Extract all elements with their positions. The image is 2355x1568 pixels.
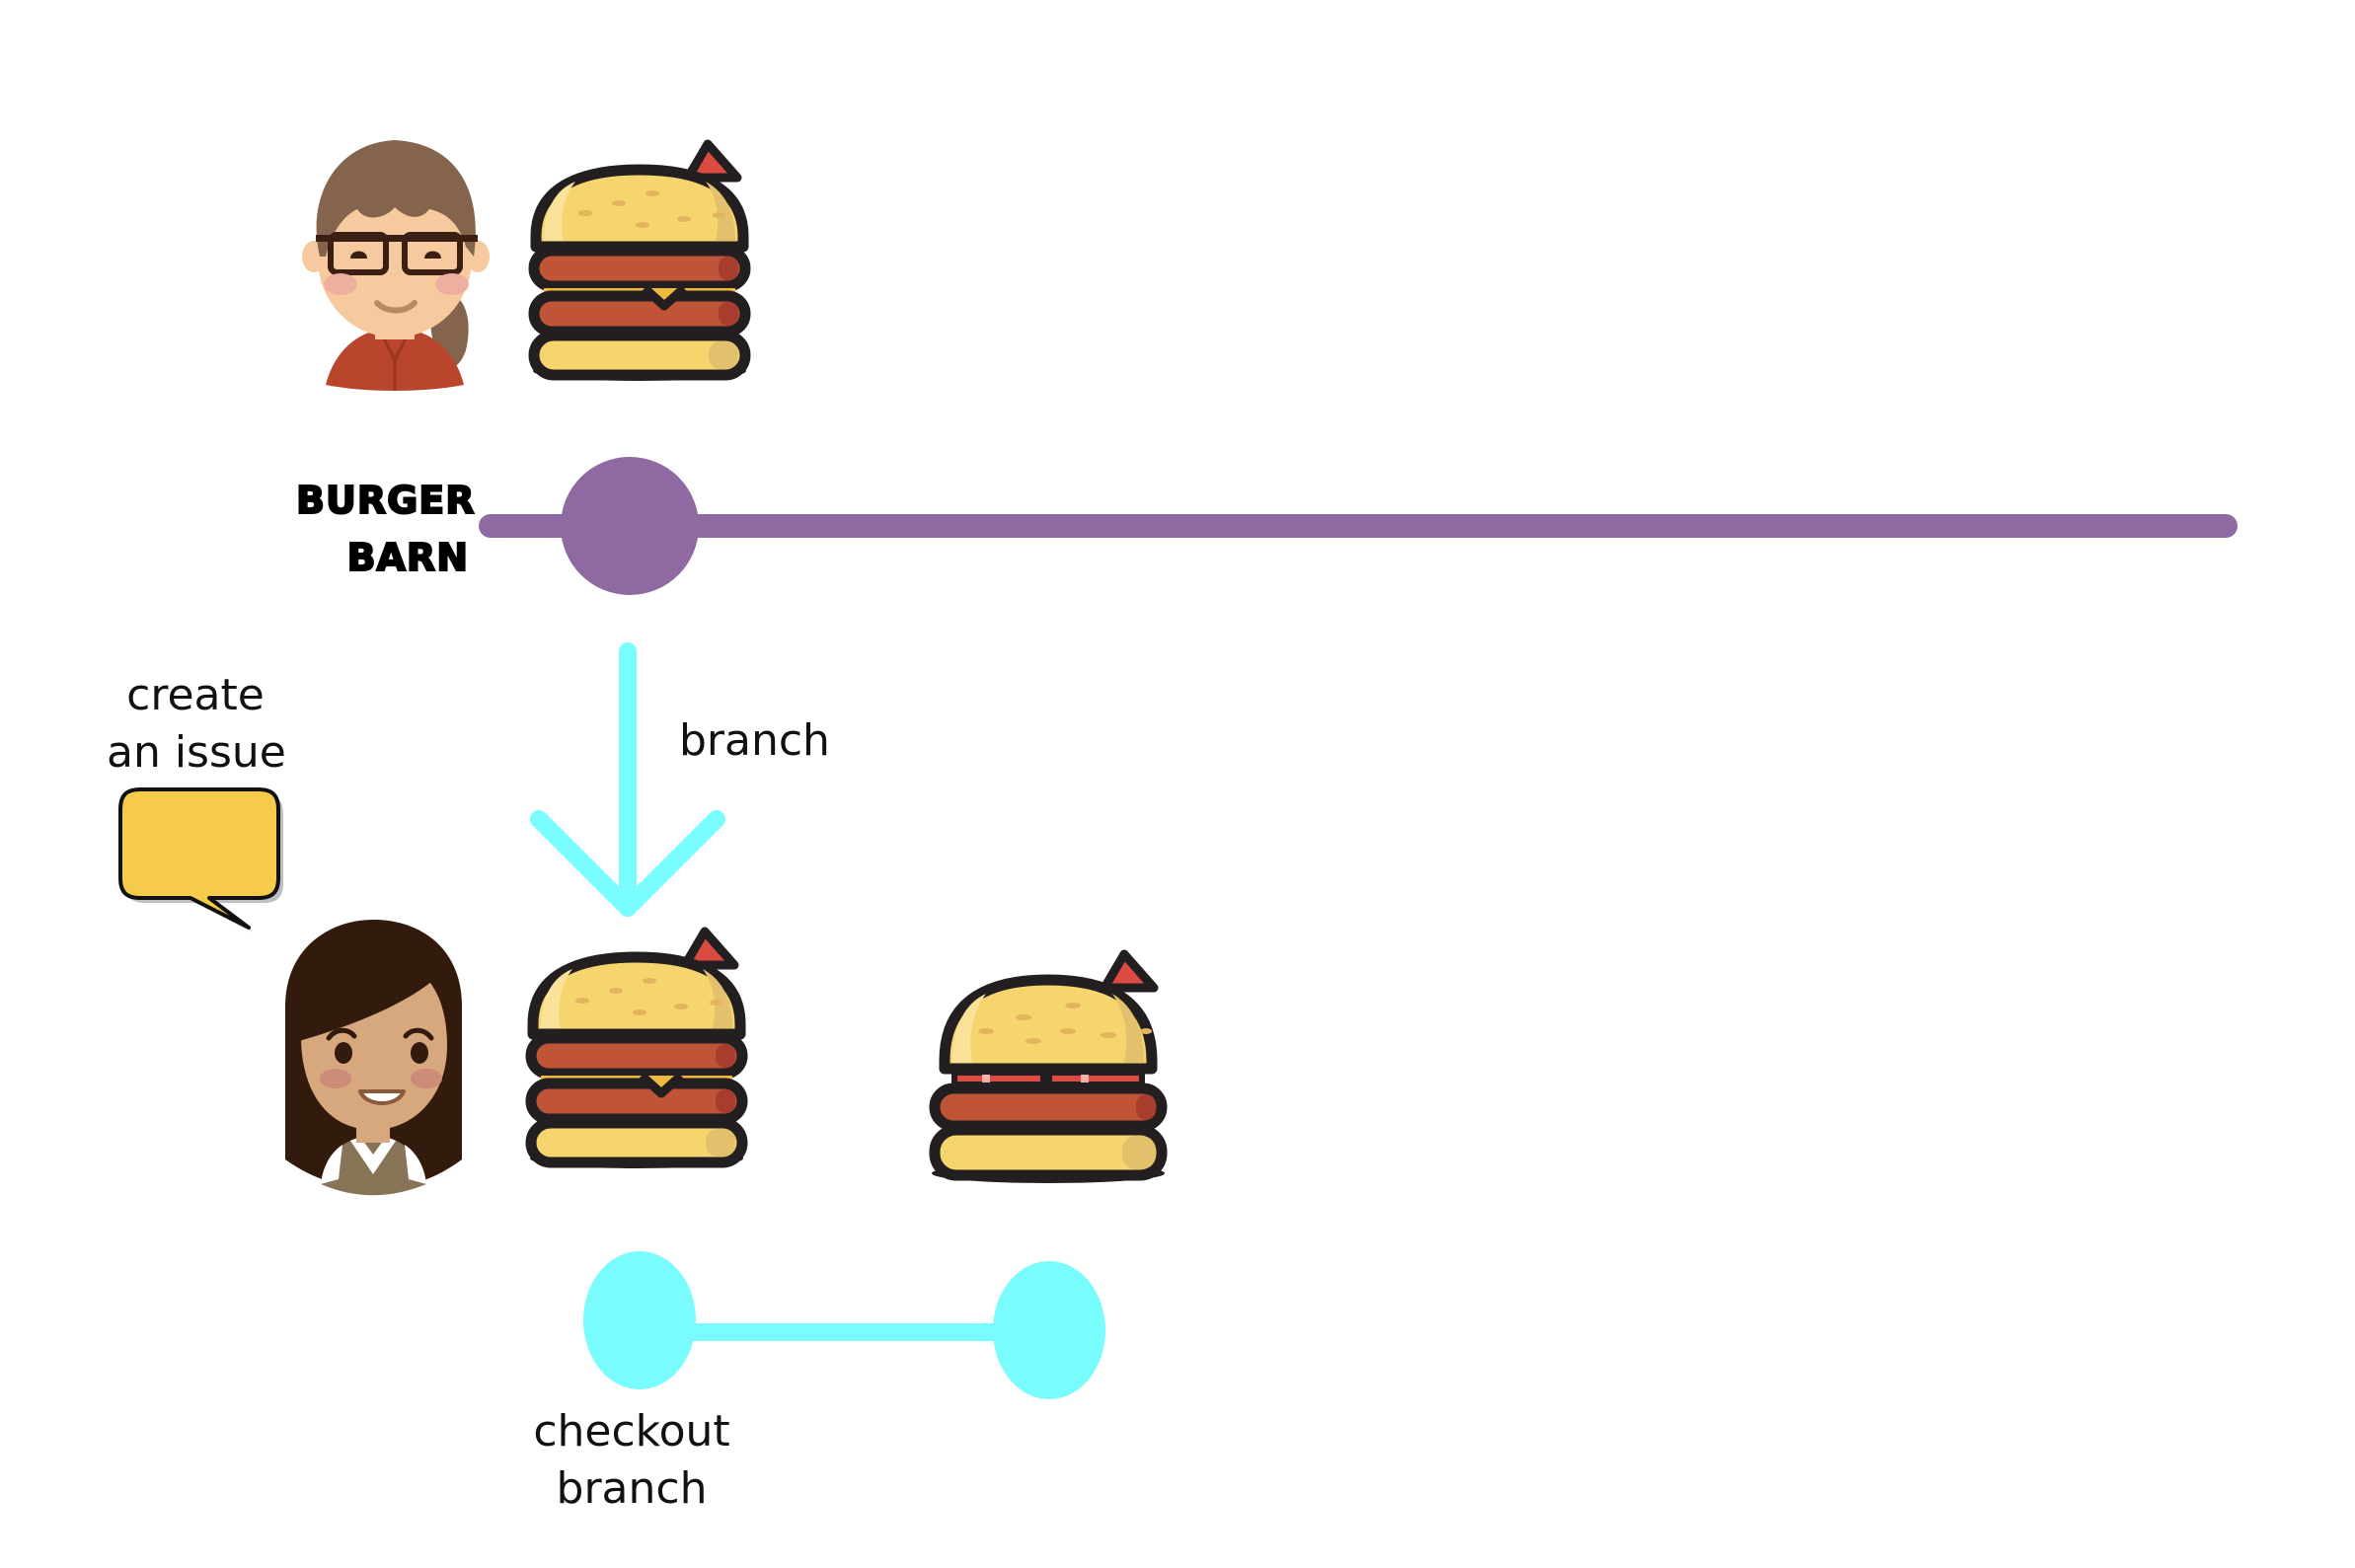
speech-bubble-icon <box>118 787 283 933</box>
burger-with-bacon-icon <box>932 954 1165 1183</box>
create-issue-line2: an issue <box>107 727 286 778</box>
create-issue-label: create an issue <box>107 667 286 782</box>
main-branch-name-line2: BARN <box>346 535 469 580</box>
checkout-branch-commit[interactable] <box>583 1251 696 1389</box>
checkout-line1: checkout <box>533 1406 730 1456</box>
woman-long-hair-avatar <box>285 920 462 1196</box>
main-branch-commit[interactable] <box>561 457 699 595</box>
checkout-line2: branch <box>556 1463 708 1514</box>
feature-branch-commit[interactable] <box>993 1261 1105 1399</box>
checkout-branch-label: checkout branch <box>533 1403 730 1518</box>
main-branch-name-line1: BURGER <box>295 478 476 523</box>
create-issue-line1: create <box>126 670 265 720</box>
main-branch-name: BURGER BARN <box>295 472 476 586</box>
woman-with-glasses-avatar <box>302 140 490 391</box>
double-cheeseburger-with-flag-icon <box>533 144 746 381</box>
branch-label: branch <box>679 715 830 766</box>
arrow-down-icon <box>530 642 725 917</box>
branch-copy-burger-icon <box>530 932 743 1168</box>
